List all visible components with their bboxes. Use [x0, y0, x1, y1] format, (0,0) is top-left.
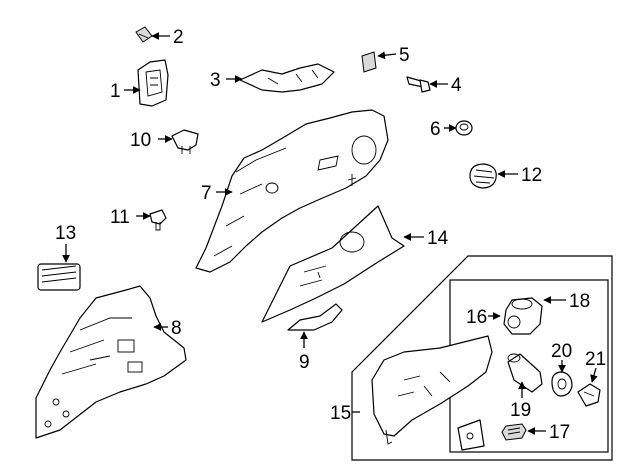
part-2-clip [135, 26, 153, 43]
callout-4: 4 [451, 75, 462, 96]
callout-14: 14 [427, 228, 449, 249]
callout-17: 17 [549, 422, 570, 443]
part-12-knob [469, 163, 497, 189]
part-5-tab [361, 51, 377, 73]
callout-1: 1 [110, 81, 121, 102]
frame-16-bracket [457, 419, 485, 451]
part-11-clip [149, 209, 167, 231]
callout-10: 10 [130, 130, 151, 151]
part-1-bracket [137, 59, 169, 107]
callout-2: 2 [173, 27, 184, 48]
part-3-trim [239, 63, 335, 93]
callout-7: 7 [201, 183, 212, 204]
part-18-socket [503, 297, 543, 335]
part-7-quarter-trim [195, 109, 389, 273]
part-8-inner-panel [35, 285, 187, 439]
callout-20: 20 [551, 341, 572, 362]
part-19-cylinder [507, 353, 543, 393]
callout-19: 19 [510, 400, 531, 421]
kit-frame-15 [351, 255, 613, 461]
part-15-trim [371, 335, 493, 445]
callout-labels: 2 1 3 5 4 6 10 12 7 11 13 14 8 9 16 18 2… [55, 27, 606, 443]
part-4-bolt [406, 76, 431, 93]
callout-5: 5 [399, 45, 410, 66]
leader-lines [62, 32, 598, 435]
callout-16: 16 [466, 307, 487, 328]
part-6-grommet [455, 120, 473, 136]
part-9-strip [287, 303, 343, 331]
callout-3: 3 [210, 70, 221, 91]
part-14-panel [261, 205, 405, 323]
part-13-cover [37, 263, 81, 291]
callout-9: 9 [299, 352, 310, 373]
callout-15: 15 [330, 403, 351, 424]
part-21-cap [577, 383, 601, 407]
part-20-ring [551, 371, 573, 397]
callout-8: 8 [171, 318, 182, 339]
part-17-plug [501, 423, 527, 441]
callout-12: 12 [521, 165, 542, 186]
part-10-clip [171, 129, 199, 154]
callout-11: 11 [110, 207, 130, 228]
callout-6: 6 [430, 119, 441, 140]
callout-18: 18 [569, 291, 590, 312]
callout-21: 21 [585, 349, 606, 370]
callout-13: 13 [55, 223, 76, 244]
